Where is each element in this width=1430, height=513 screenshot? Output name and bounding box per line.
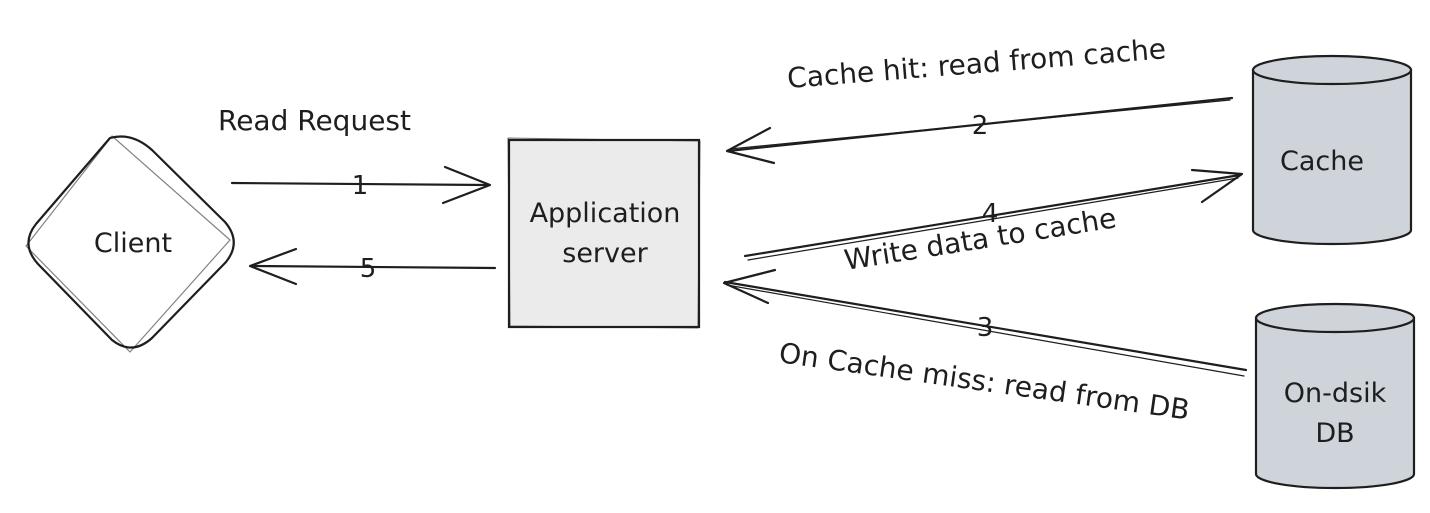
edge-1-label: Read Request (218, 104, 411, 137)
edge-3-step-number: 3 (977, 313, 994, 343)
edge-4-step-number: 4 (982, 199, 999, 229)
edge-4-arrowhead (1190, 168, 1244, 204)
cache-node[interactable]: Cache (1251, 54, 1413, 246)
edge-2-step-number: 2 (972, 111, 989, 141)
edge-2-label: Cache hit: read from cache (786, 32, 1167, 95)
db-label-line-2: DB (1315, 418, 1354, 449)
edge-4-line (743, 173, 1242, 258)
app-server-label-line-2: server (562, 238, 648, 269)
db-label-line-1: On-dsik (1284, 378, 1387, 409)
edge-4-line-sketch (747, 177, 1239, 261)
edge-1-read-request: 1 Read Request (218, 104, 492, 205)
edge-3-cache-miss: 3 On Cache miss: read from DB (722, 268, 1248, 427)
edge-3-line (723, 280, 1248, 372)
edge-1-arrowhead (441, 165, 492, 205)
cache-cylinder-top (1251, 54, 1413, 86)
edge-1-line (230, 181, 490, 187)
edge-3-arrowhead (722, 268, 777, 305)
app-server-node[interactable]: Application server (507, 137, 701, 329)
edge-1-step-number: 1 (352, 171, 369, 201)
edge-5-step-number: 5 (360, 254, 377, 284)
edge-2-arrowhead (725, 126, 776, 165)
edge-2-line-sketch (729, 99, 1231, 150)
cache-cylinder-body (1251, 68, 1413, 246)
edge-4-write-cache: 4 Write data to cache (743, 168, 1244, 277)
db-cylinder-top (1254, 302, 1416, 334)
client-node[interactable]: Client (25, 135, 235, 353)
client-label: Client (94, 228, 172, 259)
db-cylinder-body (1254, 316, 1416, 490)
edge-5-line (250, 264, 497, 270)
edge-2-cache-hit: 2 Cache hit: read from cache (725, 32, 1234, 165)
edge-5-response: 5 (248, 247, 497, 286)
edge-5-arrowhead (248, 247, 298, 286)
db-node[interactable]: On-dsik DB (1254, 302, 1416, 490)
app-server-box (507, 138, 701, 329)
edge-4-label: Write data to cache (842, 201, 1119, 277)
cache-label: Cache (1280, 146, 1364, 177)
app-server-box-sketch (507, 137, 701, 329)
edge-3-line-sketch (726, 284, 1245, 377)
app-server-label-line-1: Application (530, 198, 681, 229)
client-diamond-sketch (25, 135, 231, 353)
